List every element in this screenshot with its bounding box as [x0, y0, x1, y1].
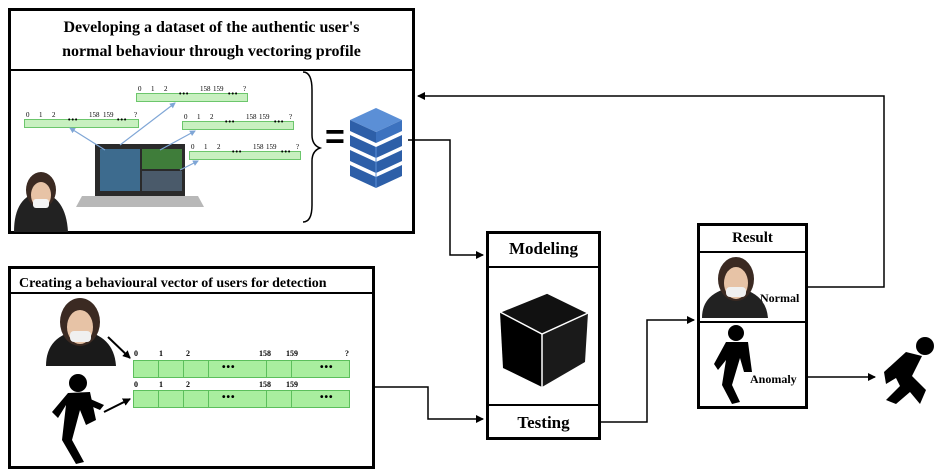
intruder-to-vector-arrow: [103, 398, 131, 413]
small-vec2-idx1: 1: [151, 85, 155, 93]
small-vec4-dots2: •••: [281, 149, 292, 156]
normal-label: Normal: [760, 291, 800, 305]
small-vec3-idx1: 1: [197, 113, 201, 121]
detection-vector-anomaly: [133, 390, 350, 408]
small-vec1-idx0: 0: [26, 111, 30, 119]
detection-vector-normal: [133, 360, 350, 378]
escaping-intruder-icon: [884, 337, 934, 404]
vec-b-idx1: 1: [159, 380, 163, 389]
result-divider: [700, 321, 805, 323]
small-vec3-idx2: 2: [210, 113, 214, 121]
dataset-title-line2: normal behaviour through vectoring profi…: [62, 43, 361, 60]
user-to-vector-arrow: [107, 336, 131, 359]
profile-vector-3: [182, 121, 294, 130]
small-vec3-idx0: 0: [184, 113, 188, 121]
modeling-label: Modeling: [489, 234, 598, 268]
small-vec1-idxq: ?: [134, 111, 138, 119]
vec-a-idx2: 2: [186, 349, 190, 358]
profile-vector-4: [189, 151, 301, 160]
small-vec1-idx158: 158: [89, 111, 100, 119]
vec-a-idx0: 0: [134, 349, 138, 358]
small-vec1-idx2: 2: [52, 111, 56, 119]
vec-b-idx159: 159: [286, 380, 298, 389]
arrow-testing-to-result: [601, 316, 695, 423]
small-vec2-idx2: 2: [164, 85, 168, 93]
vec-a-dots2: •••: [320, 362, 334, 373]
curly-brace: [302, 71, 323, 223]
small-vec3-idxq: ?: [289, 113, 293, 121]
small-vec1-idx159: 159: [103, 111, 114, 119]
anomaly-intruder-icon: [714, 325, 752, 404]
small-vec4-idx1: 1: [204, 143, 208, 151]
small-vec2-idxq: ?: [243, 85, 247, 93]
arrow-detection-to-testing: [375, 386, 484, 423]
vec-b-dots1: •••: [222, 392, 236, 403]
laptop-icon: [76, 144, 204, 207]
small-vec1-idx1: 1: [39, 111, 43, 119]
vec-a-idx158: 158: [259, 349, 271, 358]
intruder-silhouette: [52, 374, 104, 464]
detection-panel-title: Creating a behavioural vector of users f…: [11, 269, 372, 294]
profile-vector-2: [136, 93, 248, 102]
vec-b-idx0: 0: [134, 380, 138, 389]
arrow-db-to-modeling: [408, 139, 484, 259]
laptop-arrow-1: [69, 127, 106, 151]
authentic-user-avatar-top: [14, 172, 68, 232]
vec-a-idx1: 1: [159, 349, 163, 358]
testing-label: Testing: [489, 404, 598, 439]
dataset-panel-title: Developing a dataset of the authentic us…: [11, 11, 412, 71]
small-vec2-dots: •••: [179, 91, 190, 98]
normal-user-avatar: [702, 257, 768, 318]
small-vec4-idx159: 159: [266, 143, 277, 151]
small-vec3-dots2: •••: [274, 119, 285, 126]
small-vec1-dots: •••: [68, 117, 79, 124]
vec-b-idx158: 158: [259, 380, 271, 389]
small-vec4-dots: •••: [232, 149, 243, 156]
profile-vector-1: [24, 119, 139, 128]
equals-sign: =: [325, 118, 345, 156]
vec-b-dots2: •••: [320, 392, 334, 403]
small-vec4-idx158: 158: [253, 143, 264, 151]
database-icon: [350, 108, 402, 188]
laptop-arrow-3: [159, 130, 196, 151]
vec-a-idxq: ?: [345, 349, 349, 358]
small-vec2-dots2: •••: [228, 91, 239, 98]
small-vec3-idx158: 158: [246, 113, 257, 121]
small-vec4-idxq: ?: [296, 143, 300, 151]
vec-a-dots1: •••: [222, 362, 236, 373]
vec-b-idx2: 2: [186, 380, 190, 389]
small-vec1-dots2: •••: [117, 117, 128, 124]
small-vec3-idx159: 159: [259, 113, 270, 121]
laptop-arrow-4: [179, 160, 199, 171]
small-vec3-dots: •••: [225, 119, 236, 126]
arrow-feedback-to-dataset: [417, 92, 885, 288]
vec-a-idx159: 159: [286, 349, 298, 358]
small-vec4-idx0: 0: [191, 143, 195, 151]
laptop-arrow-2: [119, 102, 176, 146]
user-avatar-bottom: [46, 298, 116, 366]
small-vec2-idx0: 0: [138, 85, 142, 93]
small-vec2-idx159: 159: [213, 85, 224, 93]
dataset-title-line1: Developing a dataset of the authentic us…: [63, 19, 360, 36]
small-vec4-idx2: 2: [217, 143, 221, 151]
model-cube-icon: [498, 292, 590, 387]
small-vec2-idx158: 158: [200, 85, 211, 93]
result-title: Result: [700, 226, 805, 253]
anomaly-label: Anomaly: [750, 372, 797, 386]
